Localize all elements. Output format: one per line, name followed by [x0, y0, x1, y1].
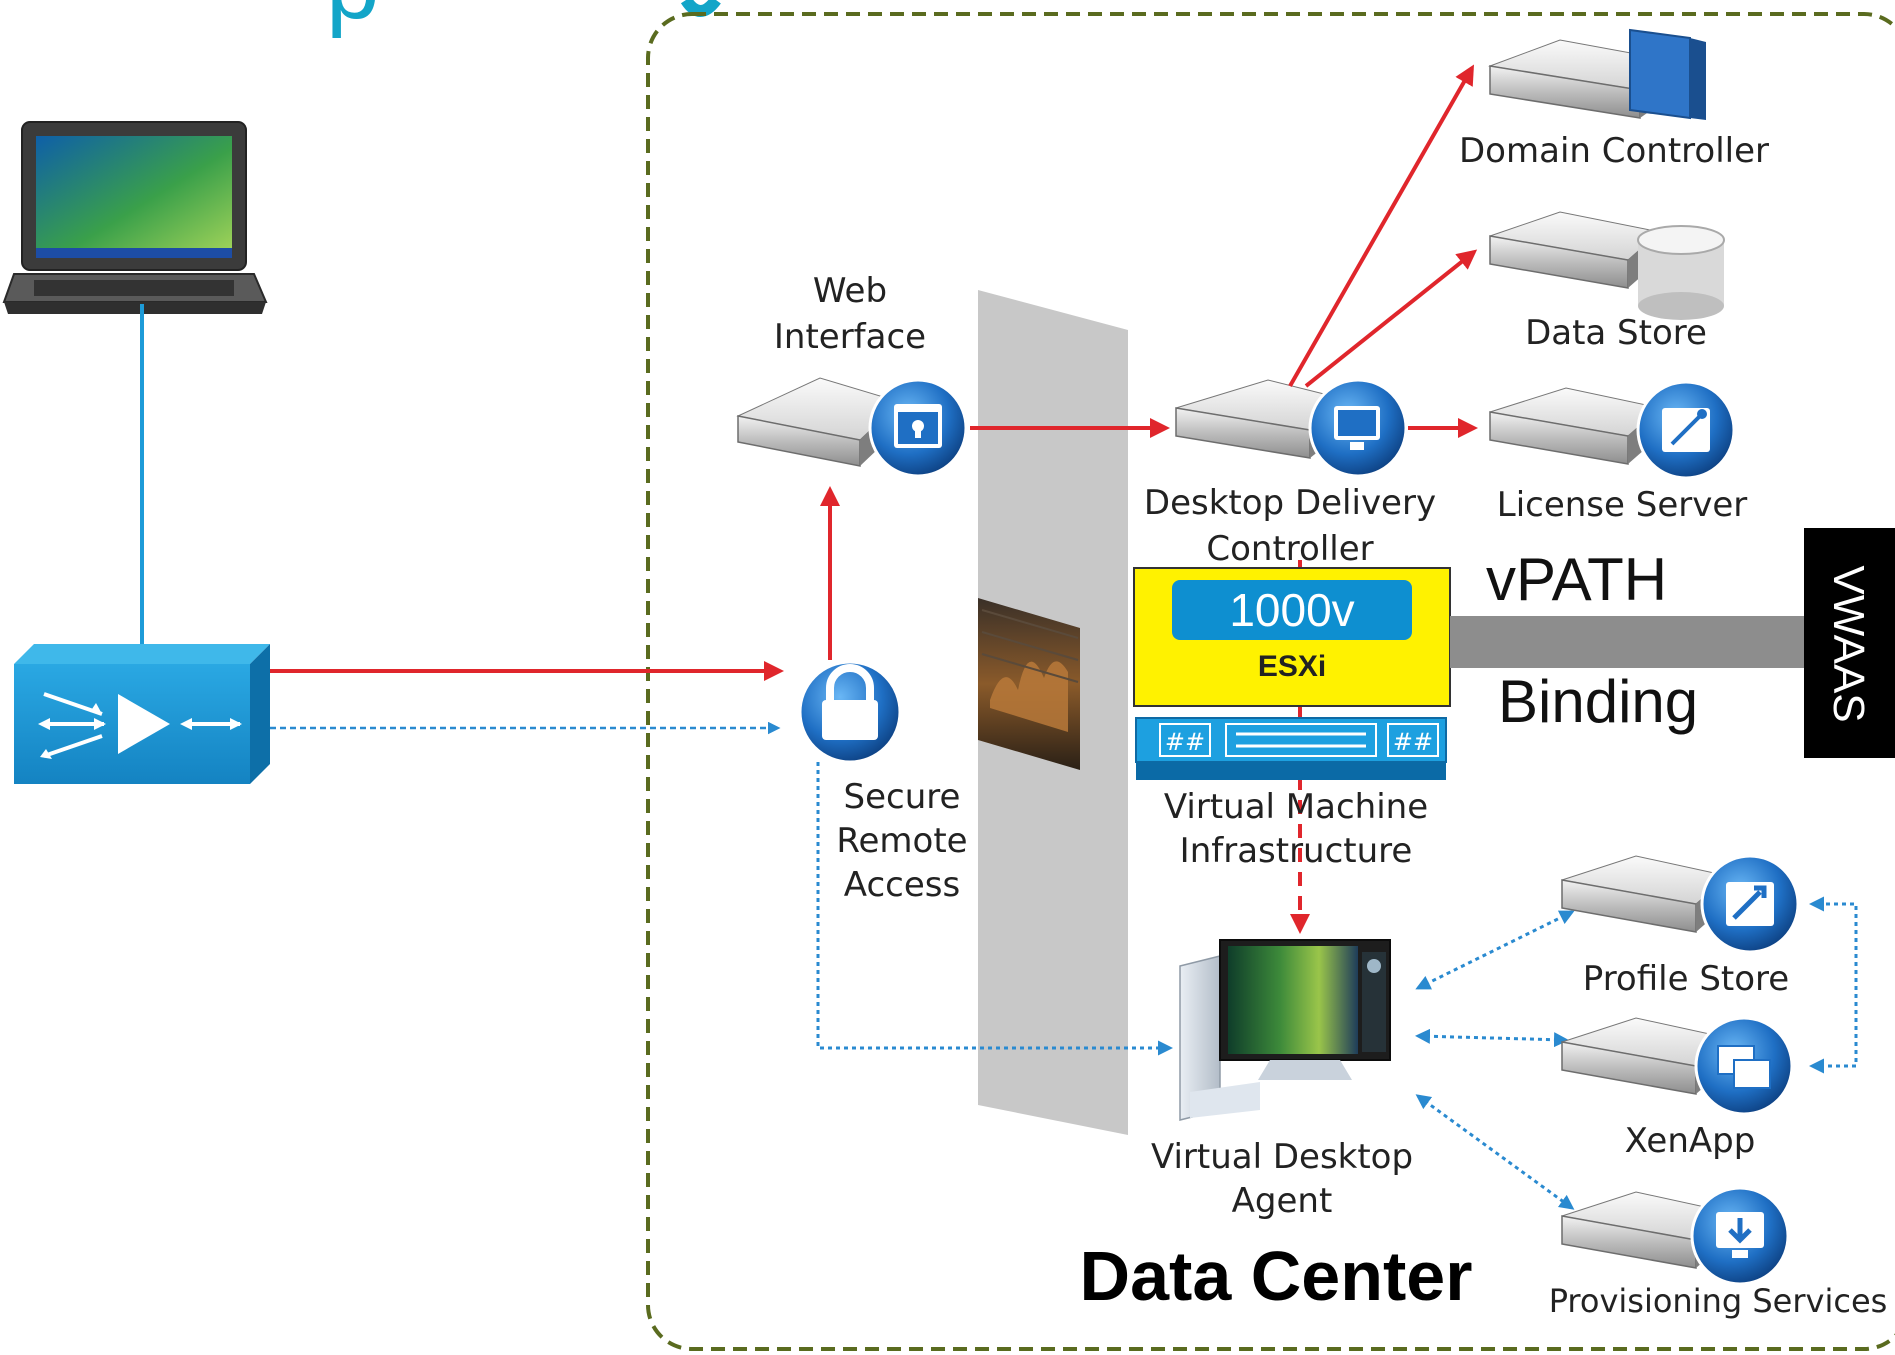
vwaas-label: VWAAS [1824, 565, 1873, 722]
vda-label-2: Agent [1232, 1181, 1333, 1221]
vpath-label: vPATH [1486, 546, 1667, 613]
ddc-label-2: Controller [1206, 529, 1373, 569]
web-interface-label-1: Web [813, 271, 887, 311]
xenapp-label: XenApp [1625, 1121, 1756, 1161]
nexus-1000v-badge [1172, 580, 1412, 640]
vda-xenapp-link [1415, 1028, 1569, 1048]
vmi-label-1: Virtual Machine [1164, 787, 1428, 827]
binding-label: Binding [1498, 668, 1698, 735]
ddc-to-data-store-link [1304, 249, 1478, 388]
ddc-label-1: Desktop Delivery [1144, 483, 1436, 523]
xenapp-server [1561, 1016, 1794, 1116]
switch-icon [14, 644, 270, 784]
secure-remote-access-label-1: Secure [844, 777, 961, 817]
provisioning-services-label: Provisioning Services [1549, 1282, 1888, 1320]
data-store-label: Data Store [1525, 313, 1707, 353]
profile-store-server [1561, 854, 1800, 954]
lock-icon [798, 660, 902, 764]
profile-store-label: Profile Store [1583, 959, 1789, 999]
data-center-boundary [646, 12, 1895, 1351]
nexus-1000v-label: 1000v [1229, 584, 1354, 636]
web-interface-server [736, 377, 968, 478]
xenapp-profile-store-link [1809, 896, 1858, 1074]
ddc-to-domain-controller-link [1288, 64, 1474, 387]
secure-remote-access-label-2: Remote [836, 821, 967, 861]
vda-profile-store-link [1415, 910, 1575, 990]
vwaas-box [1804, 528, 1895, 758]
data-store-server [1489, 211, 1725, 320]
vpath-connector [1450, 616, 1804, 668]
license-server-server [1489, 380, 1736, 480]
svg-text:##: ## [1393, 728, 1433, 756]
vmi-switch: ## ## [1135, 717, 1447, 780]
svg-text:##: ## [1165, 728, 1205, 756]
title-fragment: p [326, 0, 379, 39]
provisioning-services-server [1561, 1186, 1790, 1286]
license-server-label: License Server [1497, 485, 1748, 525]
secure-remote-access-label-3: Access [844, 865, 960, 905]
sra-to-vda-ica-link [816, 762, 1173, 1056]
domain-controller-label: Domain Controller [1459, 131, 1769, 171]
firewall-icon [978, 598, 1080, 770]
esxi-label: ESXi [1258, 650, 1326, 683]
laptop-icon [2, 121, 268, 314]
web-interface-label-2: Interface [774, 317, 926, 357]
data-center-label: Data Center [1080, 1237, 1473, 1315]
vda-label-1: Virtual Desktop [1151, 1137, 1413, 1177]
title-fragment-tail [680, 0, 721, 17]
domain-controller-server [1488, 28, 1706, 120]
vda-provisioning-link [1415, 1094, 1575, 1210]
ddc-server [1175, 378, 1408, 478]
vmi-label-2: Infrastructure [1180, 831, 1413, 871]
desktop-pc-icon [1179, 939, 1391, 1121]
